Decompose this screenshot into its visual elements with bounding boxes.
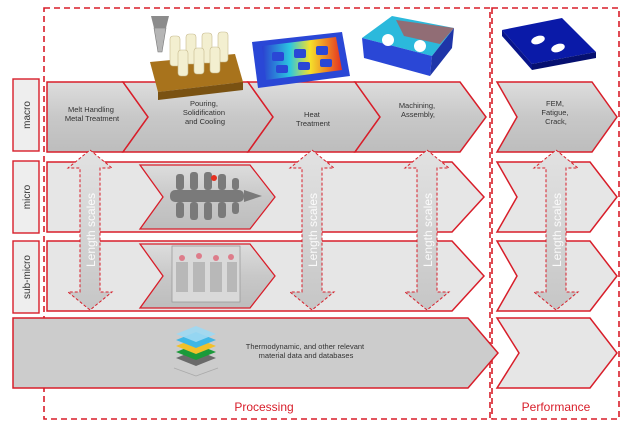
length-scale-arrow-shape [66, 149, 114, 311]
microstructure-illustration [171, 245, 241, 303]
microstructure-phases [179, 253, 234, 261]
length-scale-label: Length scales [84, 193, 98, 267]
length-scale-arrow-4: Length scales [532, 149, 580, 311]
stage-label-machining: Machining, Assembly, [399, 101, 437, 119]
section-label-performance: Performance [522, 400, 591, 414]
dendrite-marker [211, 175, 217, 181]
stage-label-heat-treatment: Heat Treatment [296, 110, 331, 128]
heat-treatment-illustration [252, 32, 350, 88]
dendrite-arms [176, 172, 239, 220]
database-layers-icon [173, 326, 219, 377]
dendrite-stem [170, 190, 244, 202]
row-label-box-micro [12, 160, 40, 234]
macro-chevron-5 [495, 81, 618, 153]
length-scale-arrows: Length scales Length scales Length scale… [66, 149, 580, 311]
length-scale-label: Length scales [306, 193, 320, 267]
stage-label-pouring: Pouring, Solidification and Cooling [183, 99, 227, 126]
machining-illustration [362, 16, 454, 76]
fem-illustration [502, 18, 596, 70]
dendrite-tip [244, 190, 262, 202]
row-label-macro: macro [22, 101, 33, 129]
length-scale-label: Length scales [421, 193, 435, 267]
database-row [12, 317, 618, 389]
length-scale-arrow-shape [403, 149, 451, 311]
macro-row [46, 81, 618, 153]
performance-section-box [491, 7, 620, 420]
row-label-micro: micro [22, 184, 33, 209]
stage-label-melt-handling: Melt Handling Metal Treatment [65, 105, 120, 123]
database-text: Thermodynamic, and other relevant materi… [246, 342, 367, 360]
macro-chevron-4 [353, 81, 487, 153]
micro-row [46, 161, 618, 233]
database-row-arrow [12, 317, 499, 389]
length-scale-arrow-shape [288, 149, 336, 311]
length-scale-arrow-shape [532, 149, 580, 311]
stage-labels: Melt Handling Metal Treatment Pouring, S… [65, 99, 570, 128]
length-scale-label: Length scales [550, 193, 564, 267]
length-scale-arrow-3: Length scales [403, 149, 451, 311]
processing-section-box [43, 7, 491, 420]
sub-micro-row [46, 240, 618, 312]
row-labels: macro micro sub-micro [12, 78, 40, 314]
database-row-arrow-performance [495, 317, 618, 389]
microstructure-grains [176, 262, 237, 292]
row-label-sub-micro: sub-micro [22, 255, 33, 299]
stage-label-fem: FEM, Fatigue, Crack, [541, 99, 570, 126]
row-label-box-sub-micro [12, 240, 40, 314]
length-scale-arrow-2: Length scales [288, 149, 336, 311]
casting-pouring-illustration [150, 16, 243, 100]
length-scale-arrow-1: Length scales [66, 149, 114, 311]
dendrite-illustration [170, 172, 262, 220]
section-label-processing: Processing [234, 400, 293, 414]
row-label-box-macro [12, 78, 40, 152]
